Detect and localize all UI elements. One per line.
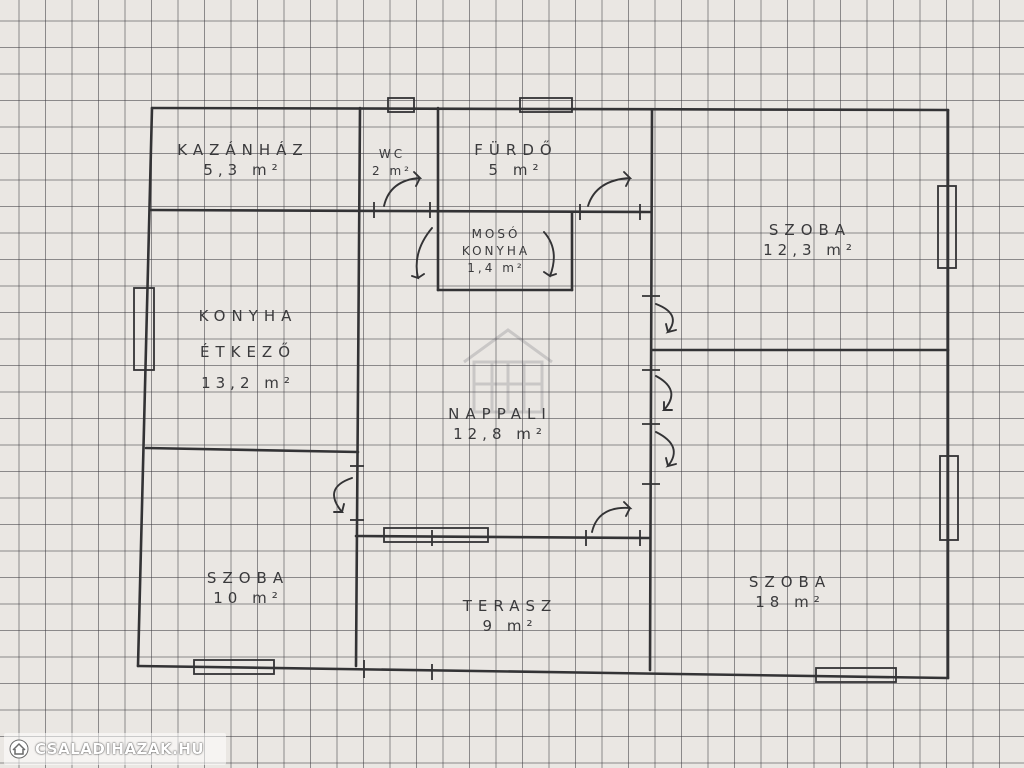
site-badge[interactable]: CSALADIHAZAK.HU	[4, 733, 226, 765]
room-label-furdo: FÜRDŐ 5 m²	[474, 140, 557, 180]
wall-central-east	[648, 108, 654, 672]
door-swing-icon	[655, 431, 677, 468]
door-swing-icon	[591, 501, 633, 533]
wall-konyha-south	[144, 446, 360, 454]
window-south-szoba	[193, 659, 275, 675]
door-swing-icon	[587, 171, 633, 207]
room-name: TERASZ	[462, 597, 558, 615]
room-name: SZOBA	[768, 221, 852, 239]
room-area: 12,3 m²	[763, 241, 857, 259]
wall-central-west	[354, 106, 362, 668]
window-north-wc	[387, 97, 415, 113]
outer-wall-west	[136, 106, 154, 668]
room-name: SZOBA	[206, 569, 290, 587]
room-name: FÜRDŐ	[474, 141, 558, 159]
wall-service-south	[148, 208, 652, 214]
room-area: 2 m²	[372, 164, 412, 178]
house-logo-icon	[9, 739, 29, 759]
room-area: 18 m²	[755, 593, 825, 611]
room-label-szoba-ne: SZOBA 12,3 m²	[763, 220, 857, 260]
room-name: MOSÓ KONYHA	[461, 227, 531, 258]
window-north-furdo	[519, 97, 573, 113]
door-terasz	[383, 527, 489, 543]
door-swing-icon	[655, 303, 677, 334]
room-name: WC	[378, 147, 406, 161]
room-name: KONYHA ÉTKEZŐ	[198, 307, 298, 361]
room-area: 12,8 m²	[453, 425, 547, 443]
room-area: 5 m²	[488, 161, 544, 179]
room-area: 5,3 m²	[203, 161, 283, 179]
room-label-konyha-etkezo: KONYHA ÉTKEZŐ 13,2 m²	[178, 298, 318, 396]
window-east-szoba-se	[939, 455, 959, 541]
window-south-szoba-se	[815, 667, 897, 683]
room-label-wc: WC 2 m²	[372, 146, 412, 180]
room-name: NAPPALI	[448, 405, 552, 423]
room-label-szoba-sw: SZOBA 10 m²	[207, 568, 289, 608]
door-swing-icon	[543, 231, 557, 278]
site-name: CSALADIHAZAK.HU	[35, 740, 205, 758]
room-label-nappali: NAPPALI 12,8 m²	[448, 404, 552, 444]
door-swing-icon	[333, 477, 353, 513]
door-swing-icon	[655, 375, 673, 411]
window-east-szoba	[937, 185, 957, 269]
wall-nappali-south	[354, 534, 652, 540]
door-swing-icon	[383, 171, 423, 207]
room-label-kazanhaz: KAZÁNHÁZ 5,3 m²	[177, 140, 308, 180]
room-label-terasz: TERASZ 9 m²	[463, 596, 558, 636]
room-label-szoba-se: SZOBA 18 m²	[749, 572, 831, 612]
outer-wall-south	[136, 664, 950, 680]
room-area: 10 m²	[213, 589, 283, 607]
room-name: KAZÁNHÁZ	[177, 141, 309, 159]
room-name: SZOBA	[748, 573, 832, 591]
room-area: 13,2 m²	[201, 374, 295, 392]
window-west-konyha	[133, 287, 155, 371]
door-swing-icon	[411, 227, 433, 280]
room-label-moso-konyha: MOSÓ KONYHA 1,4 m²	[451, 226, 541, 277]
outer-wall-north	[150, 106, 950, 112]
room-area: 9 m²	[482, 617, 538, 635]
room-area: 1,4 m²	[467, 261, 525, 275]
